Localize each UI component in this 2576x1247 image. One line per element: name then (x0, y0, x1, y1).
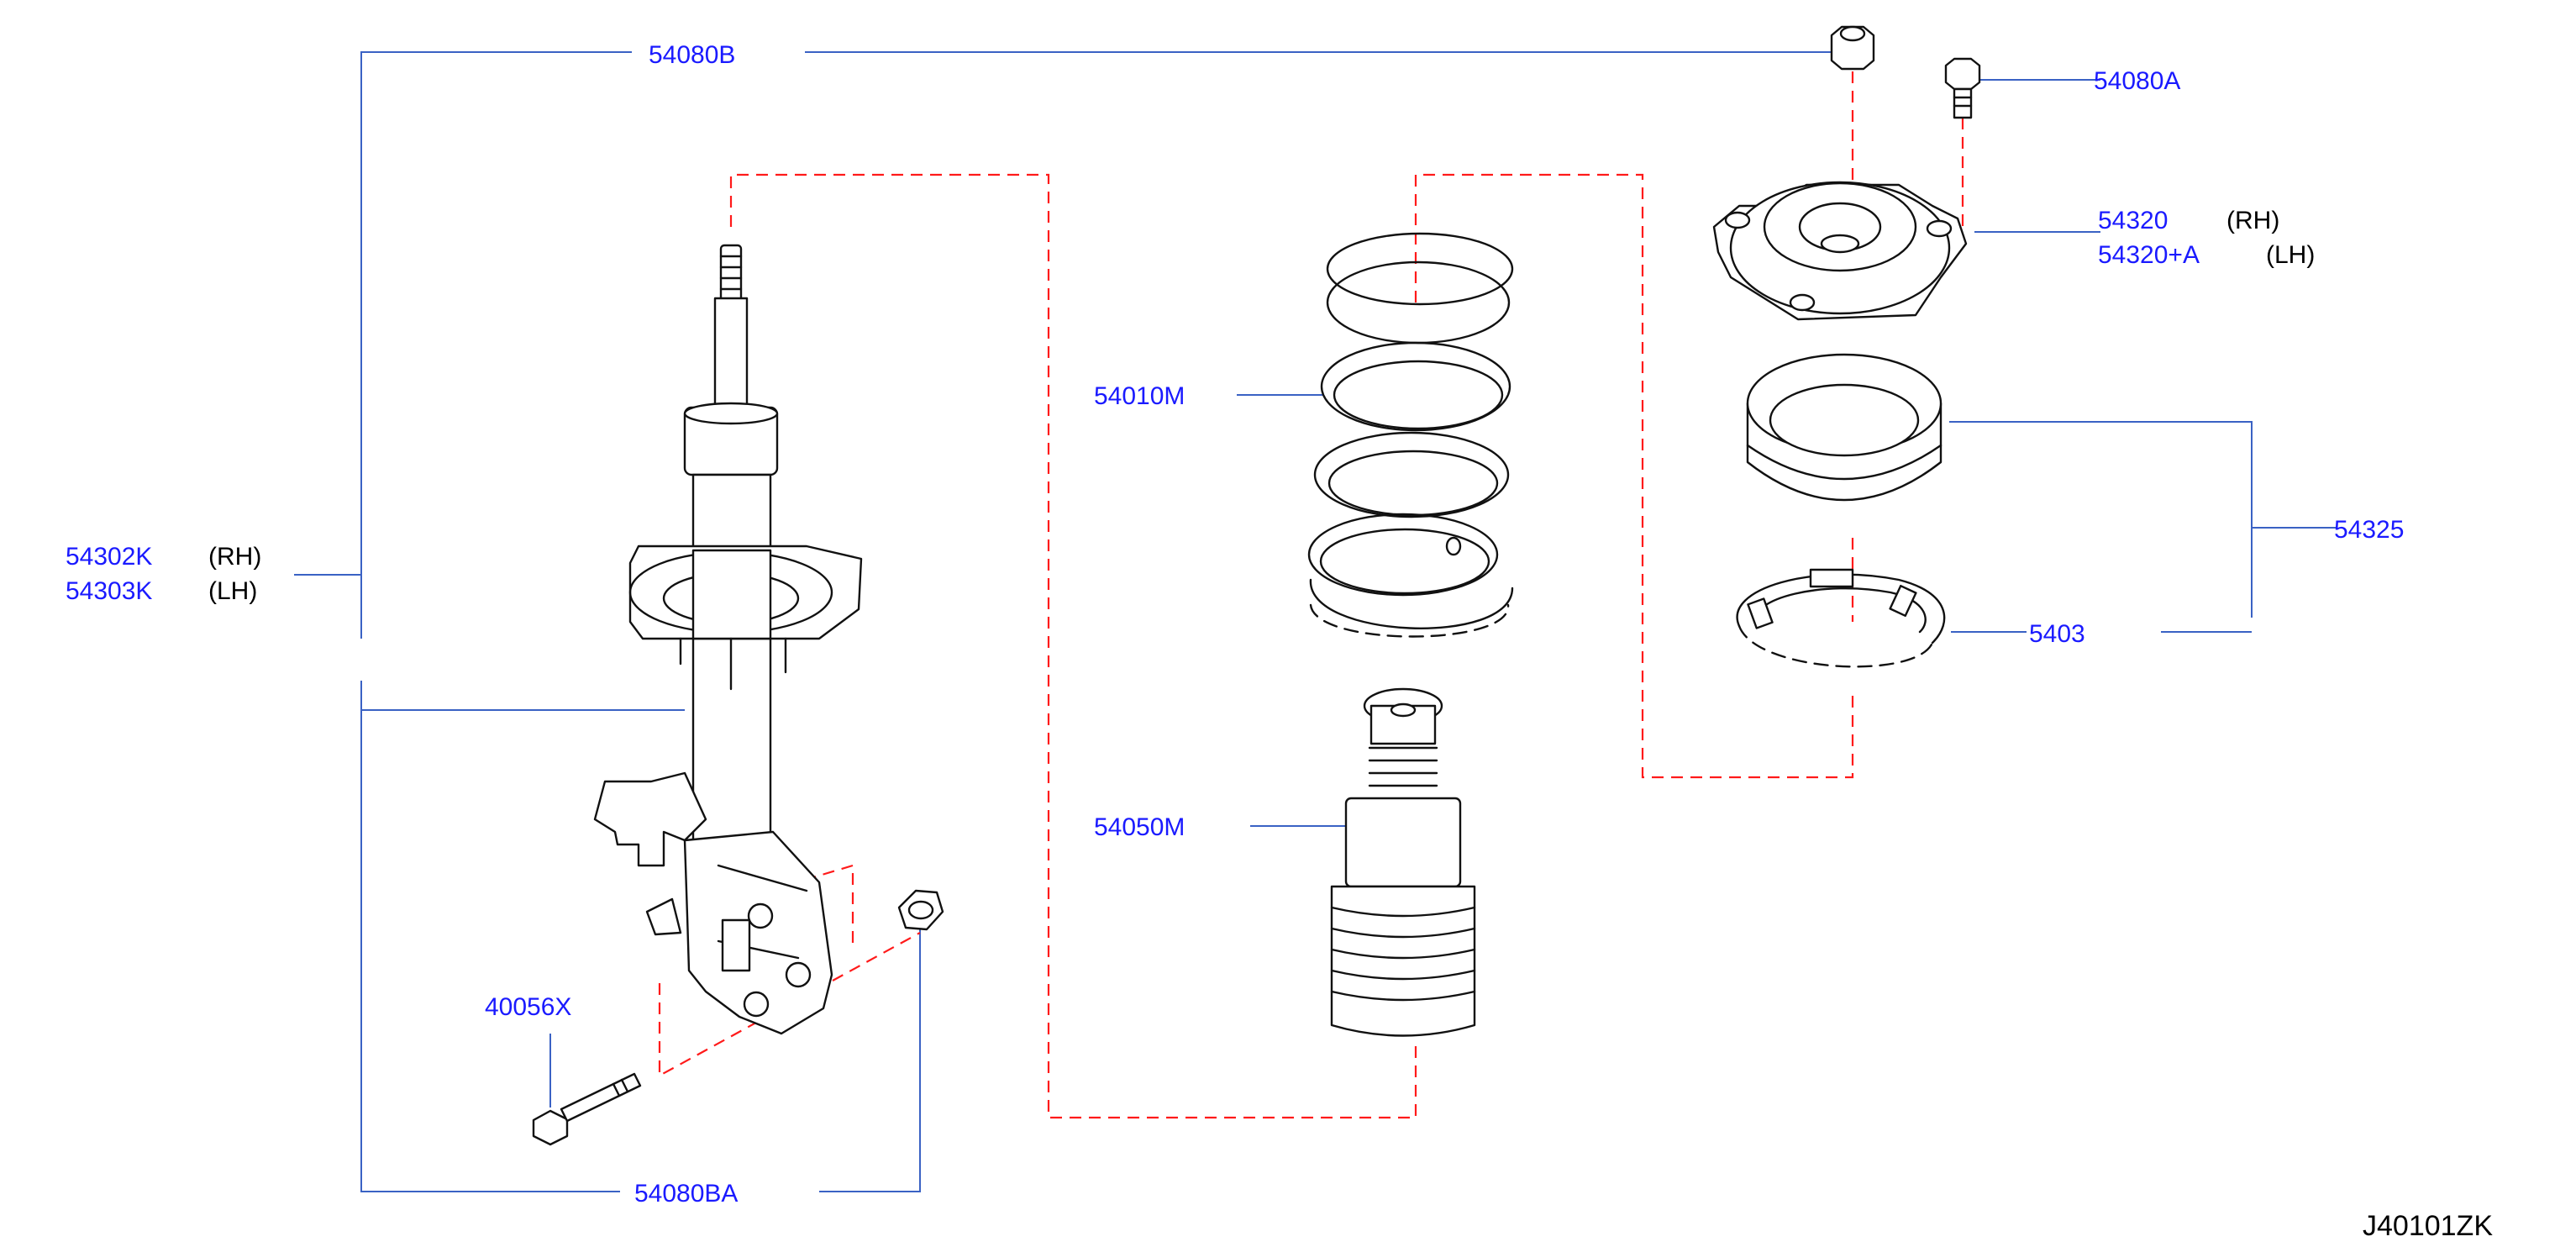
bump-stop-drawing (1330, 687, 1476, 1037)
label-5403: 5403 (2029, 620, 2085, 648)
label-54080b: 54080B (649, 41, 735, 69)
spring-seat-ring-drawing (1736, 568, 1946, 668)
label-54302k-rh: (RH) (208, 543, 261, 571)
bolt-40056x-drawing (532, 1072, 642, 1146)
label-40056x: 40056X (485, 993, 571, 1021)
label-54325: 54325 (2334, 516, 2404, 544)
label-54010m: 54010M (1094, 382, 1185, 410)
nut-54080ba-drawing (897, 889, 944, 931)
label-54080a: 54080A (2094, 67, 2180, 95)
leader-54325 (1949, 421, 2336, 618)
label-54303k: 54303K (66, 577, 152, 605)
label-54303k-lh: (LH) (208, 577, 257, 605)
diagram-code: J40101ZK (2363, 1210, 2493, 1242)
label-54080ba: 54080BA (634, 1180, 738, 1208)
upper-mount-drawing (1712, 25, 1981, 321)
label-54320-rh: (RH) (2226, 207, 2279, 234)
leader-strut-body (360, 681, 921, 1192)
label-54320a-lh: (LH) (2266, 241, 2315, 269)
bearing-seat-drawing (1746, 353, 1943, 502)
coil-spring-drawing (1307, 232, 1514, 638)
label-54320: 54320 (2098, 207, 2168, 234)
dash-knuckle-2 (810, 864, 854, 943)
label-54050m: 54050M (1094, 813, 1185, 841)
part-labels: 54080B 54080A 54320 (RH) 54320+A (LH) 54… (66, 41, 2493, 1242)
strut-assembly-drawing (532, 244, 944, 1146)
leader-lines (294, 51, 2336, 1192)
label-54320a: 54320+A (2098, 241, 2200, 269)
label-54302k: 54302K (66, 543, 152, 571)
dash-strut-loop (729, 173, 1417, 1119)
dash-knuckle-1 (658, 932, 921, 1077)
dash-spring-loop (1414, 173, 1854, 779)
leader-54080b (360, 51, 1836, 639)
